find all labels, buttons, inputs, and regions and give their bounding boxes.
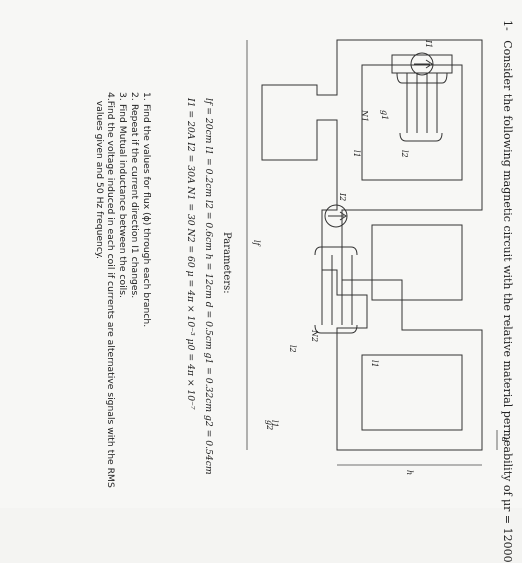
- source-2: [324, 204, 348, 228]
- question-item: 2. Repeat if the current direction I1 ch…: [129, 92, 140, 502]
- label-l2-b: l2: [288, 345, 297, 353]
- question-item: 1. Find the values for flux (ϕ) through …: [141, 92, 152, 502]
- question-item-number: 2.: [129, 92, 140, 101]
- question-item-text: Repeat if the current direction I1 chang…: [129, 104, 140, 299]
- label-g1: g1: [380, 110, 389, 120]
- label-N1: N1: [360, 109, 369, 122]
- core-inner-window-2: [361, 354, 463, 431]
- label-lf: lf: [252, 240, 261, 248]
- coil-1: [391, 54, 453, 142]
- parameters-row-2: I1 = 20A I2 = 30A N1 = 30 N2 = 60 μ = 4π…: [185, 98, 196, 410]
- question-list: 1. Find the values for flux (ϕ) through …: [93, 92, 152, 502]
- label-I2: I2: [338, 192, 347, 201]
- label-h: h: [405, 470, 414, 475]
- label-N2: N2: [310, 329, 319, 342]
- question-item-text: Find the voltage induced in each coil if…: [94, 100, 116, 488]
- label-l1-a: l1: [352, 150, 361, 158]
- parameters-row-1: lf = 20cm l1 = 0.2cm l2 = 0.6cm h = 12cm…: [203, 98, 214, 475]
- question-item-text: Find the values for flux (ϕ) through eac…: [141, 104, 152, 328]
- label-l1-b: l1: [370, 360, 379, 368]
- label-g2: g2: [265, 420, 274, 430]
- core-outline: [261, 39, 483, 451]
- label-l2-a: l2: [400, 150, 409, 158]
- parameters-heading: Parameters:: [221, 232, 232, 294]
- label-d: d: [500, 437, 509, 442]
- source-1: [410, 52, 434, 76]
- core-inner-window: [361, 64, 463, 181]
- question-item-number: 3.: [117, 92, 128, 101]
- coil-2: [314, 246, 358, 334]
- question-item-number: 4.: [105, 92, 116, 101]
- question-item: 4. Find the voltage induced in each coil…: [94, 92, 116, 502]
- magnetic-circuit-diagram: I1 I2 l2 l2 l1 l1 l1 g1 g2 N1 N2 lf h d: [246, 39, 509, 475]
- rotated-page: 1- Consider the following magnetic circu…: [93, 20, 514, 563]
- label-l1-c: l1: [270, 420, 279, 428]
- question-item-text: Find Mutual inductance between the coils…: [117, 104, 128, 298]
- question-item: 3. Find Mutual inductance between the co…: [117, 92, 128, 502]
- question-item-number: 1.: [141, 92, 152, 101]
- label-I1: I1: [424, 39, 433, 48]
- center-limb: [371, 224, 463, 301]
